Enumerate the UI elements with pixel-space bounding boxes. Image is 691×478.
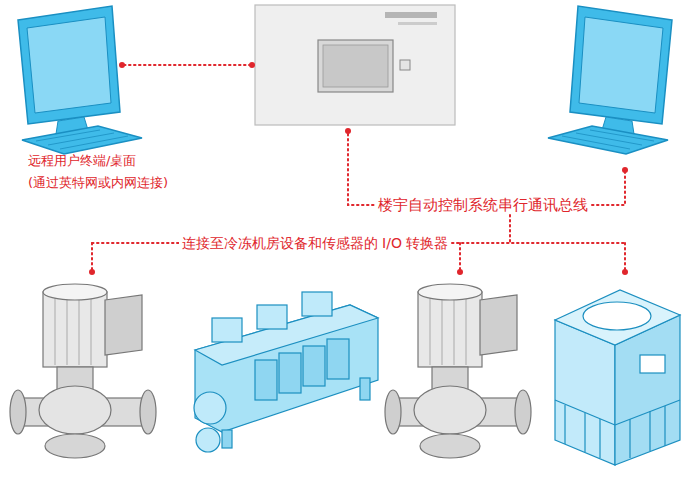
caption-text: (通过英特网或内网连接) xyxy=(28,172,168,194)
line-label: 楼宇自动控制系统串行通讯总线 xyxy=(375,196,591,214)
terminal-caption: 远程用户终端/桌面(通过英特网或内网连接) xyxy=(28,150,168,194)
caption-text: 远程用户终端/桌面 xyxy=(28,150,168,172)
line-label: 连接至冷冻机房设备和传感器的 I/O 转换器 xyxy=(179,235,452,252)
